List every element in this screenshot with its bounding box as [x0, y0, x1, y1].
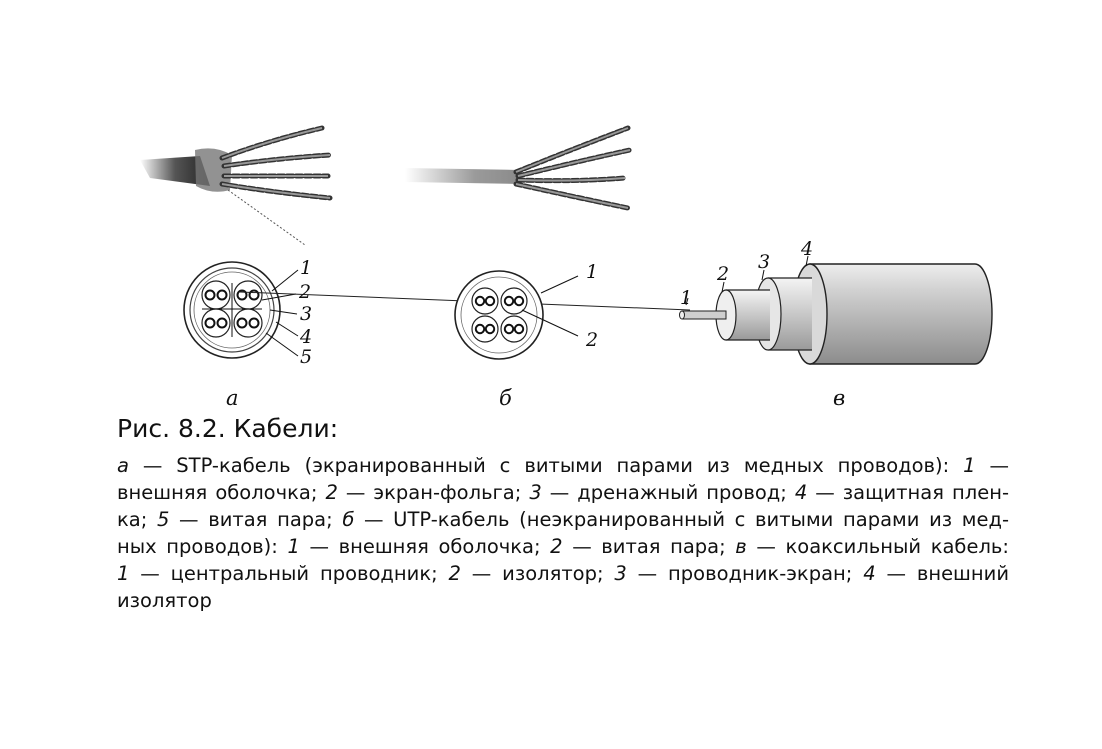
utp-callout-1: 1 [586, 261, 598, 283]
caption-segment: — проводник-экран; [626, 562, 864, 585]
caption-line: ка; 5 — витая пара; б — UTP-кабель (неэк… [117, 506, 1009, 533]
caption-segment: — коаксильный кабель: [746, 535, 1009, 558]
caption-segment: 1 [963, 454, 976, 477]
caption-segment: — экран-фольга; [337, 481, 530, 504]
coax-callout-4: 4 [800, 238, 813, 260]
stp-callout-1: 1 [300, 257, 312, 279]
stp-callout-3: 3 [300, 303, 312, 325]
caption-segment: — внешний [875, 562, 1009, 585]
stp-cross-section [183, 261, 299, 359]
caption-segment: — витая пара; [169, 508, 343, 531]
cable-figure: 1 2 3 4 5 1 2 1 2 3 4 а б в [140, 125, 993, 410]
utp-cable-illustration [405, 125, 633, 211]
figure-caption-body: а — STP-кабель (экранированный с витыми … [117, 452, 1009, 614]
caption-segment: — центральный проводник; [129, 562, 449, 585]
caption-segment: 1 [117, 562, 130, 585]
stp-callout-4: 4 [299, 326, 312, 348]
caption-segment: б [342, 508, 355, 531]
caption-segment: 4 [863, 562, 876, 585]
caption-segment: ка; [117, 508, 157, 531]
caption-segment: — STP-кабель (экранированный с витыми па… [128, 454, 964, 477]
caption-segment: 2 [448, 562, 461, 585]
caption-segment: в [735, 535, 747, 558]
stp-callout-5: 5 [300, 346, 312, 368]
caption-segment: — изолятор; [460, 562, 615, 585]
caption-segment: 2 [550, 535, 563, 558]
caption-segment: 5 [156, 508, 170, 531]
utp-cross-section [454, 270, 579, 360]
caption-segment: изолятор [117, 589, 212, 612]
caption-segment: 3 [529, 481, 542, 504]
coax-callout-1: 1 [680, 287, 692, 309]
caption-segment: 4 [794, 481, 808, 504]
caption-segment: внешняя оболочка; [117, 481, 326, 504]
caption-segment: — внешняя оболочка; [299, 535, 551, 558]
caption-segment: а [117, 454, 129, 477]
caption-segment: — защитная плен- [807, 481, 1009, 504]
coax-cable [679, 255, 993, 365]
caption-segment: 2 [325, 481, 338, 504]
caption-segment: 1 [287, 535, 300, 558]
caption-segment: — [975, 454, 1010, 477]
caption-line: 1 — центральный проводник; 2 — изолятор;… [117, 560, 1009, 587]
stp-callout-2: 2 [298, 281, 311, 303]
utp-callout-2: 2 [585, 329, 598, 351]
coax-callout-3: 3 [758, 251, 770, 273]
sublabel-c: в [833, 386, 845, 410]
caption-line: изолятор [117, 587, 1009, 614]
caption-line: а — STP-кабель (экранированный с витыми … [117, 452, 1009, 479]
sublabel-a: а [226, 386, 239, 410]
figure-caption-title: Рис. 8.2. Кабели: [117, 414, 339, 443]
sublabel-b: б [499, 386, 512, 410]
caption-segment: — витая пара; [562, 535, 736, 558]
caption-segment: — UTP-кабель (неэкранированный с витыми … [354, 508, 1009, 531]
caption-segment: — дренажный провод; [541, 481, 795, 504]
caption-segment: ных проводов): [117, 535, 288, 558]
caption-segment: 3 [614, 562, 627, 585]
caption-line: ных проводов): 1 — внешняя оболочка; 2 —… [117, 533, 1009, 560]
stp-cable-illustration [140, 125, 333, 246]
coax-callout-2: 2 [716, 263, 729, 285]
caption-line: внешняя оболочка; 2 — экран-фольга; 3 — … [117, 479, 1009, 506]
